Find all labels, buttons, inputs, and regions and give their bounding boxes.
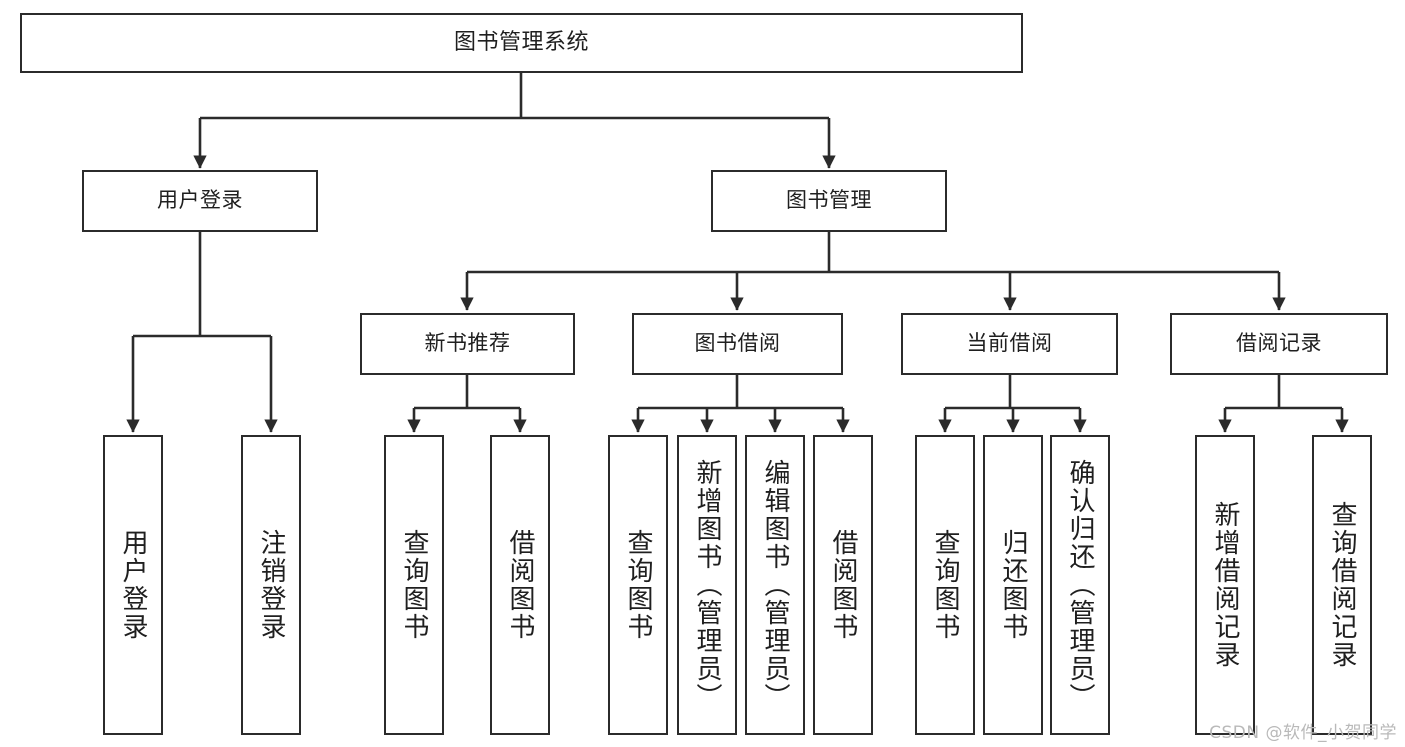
node-leaf-borrow-book-2[interactable]: 借阅图书 bbox=[813, 435, 873, 735]
node-leaf-query-book-2[interactable]: 查询图书 bbox=[608, 435, 668, 735]
node-user-login[interactable]: 用户登录 bbox=[82, 170, 318, 232]
node-leaf-borrow-book-1-label: 借阅图书 bbox=[505, 529, 535, 641]
node-leaf-return-book-label: 归还图书 bbox=[998, 529, 1028, 641]
node-book-manage-label: 图书管理 bbox=[786, 188, 872, 213]
node-leaf-edit-book-admin-label: 编辑图书（管理员） bbox=[760, 459, 790, 711]
node-book-borrow[interactable]: 图书借阅 bbox=[632, 313, 843, 375]
node-new-book-recommend[interactable]: 新书推荐 bbox=[360, 313, 575, 375]
node-leaf-user-login-label: 用户登录 bbox=[118, 529, 148, 641]
node-leaf-query-book-3[interactable]: 查询图书 bbox=[915, 435, 975, 735]
node-book-manage[interactable]: 图书管理 bbox=[711, 170, 947, 232]
node-root[interactable]: 图书管理系统 bbox=[20, 13, 1023, 73]
node-root-label: 图书管理系统 bbox=[453, 29, 589, 55]
node-leaf-borrow-book-1[interactable]: 借阅图书 bbox=[490, 435, 550, 735]
node-new-book-recommend-label: 新书推荐 bbox=[424, 331, 511, 356]
node-leaf-query-borrow-record[interactable]: 查询借阅记录 bbox=[1312, 435, 1372, 735]
node-book-borrow-label: 图书借阅 bbox=[694, 331, 781, 356]
node-leaf-query-book-1[interactable]: 查询图书 bbox=[384, 435, 444, 735]
node-leaf-logout-login[interactable]: 注销登录 bbox=[241, 435, 301, 735]
node-leaf-query-book-3-label: 查询图书 bbox=[930, 529, 960, 641]
node-current-borrow[interactable]: 当前借阅 bbox=[901, 313, 1118, 375]
node-leaf-edit-book-admin[interactable]: 编辑图书（管理员） bbox=[745, 435, 805, 735]
node-borrow-record[interactable]: 借阅记录 bbox=[1170, 313, 1388, 375]
node-leaf-return-book[interactable]: 归还图书 bbox=[983, 435, 1043, 735]
node-leaf-query-book-1-label: 查询图书 bbox=[399, 529, 429, 641]
node-user-login-label: 用户登录 bbox=[157, 188, 243, 213]
node-leaf-add-book-admin-label: 新增图书（管理员） bbox=[692, 459, 722, 711]
node-borrow-record-label: 借阅记录 bbox=[1236, 331, 1322, 356]
node-leaf-add-borrow-record-label: 新增借阅记录 bbox=[1210, 501, 1240, 669]
node-leaf-add-book-admin[interactable]: 新增图书（管理员） bbox=[677, 435, 737, 735]
node-leaf-query-borrow-record-label: 查询借阅记录 bbox=[1327, 501, 1357, 669]
node-current-borrow-label: 当前借阅 bbox=[966, 331, 1053, 356]
node-leaf-logout-login-label: 注销登录 bbox=[256, 529, 286, 641]
node-leaf-confirm-return-admin[interactable]: 确认归还（管理员） bbox=[1050, 435, 1110, 735]
node-leaf-confirm-return-admin-label: 确认归还（管理员） bbox=[1065, 459, 1095, 711]
node-leaf-add-borrow-record[interactable]: 新增借阅记录 bbox=[1195, 435, 1255, 735]
watermark: CSDN @软件_小贺同学 bbox=[1209, 723, 1397, 743]
node-leaf-user-login[interactable]: 用户登录 bbox=[103, 435, 163, 735]
node-leaf-query-book-2-label: 查询图书 bbox=[623, 529, 653, 641]
node-leaf-borrow-book-2-label: 借阅图书 bbox=[828, 529, 858, 641]
